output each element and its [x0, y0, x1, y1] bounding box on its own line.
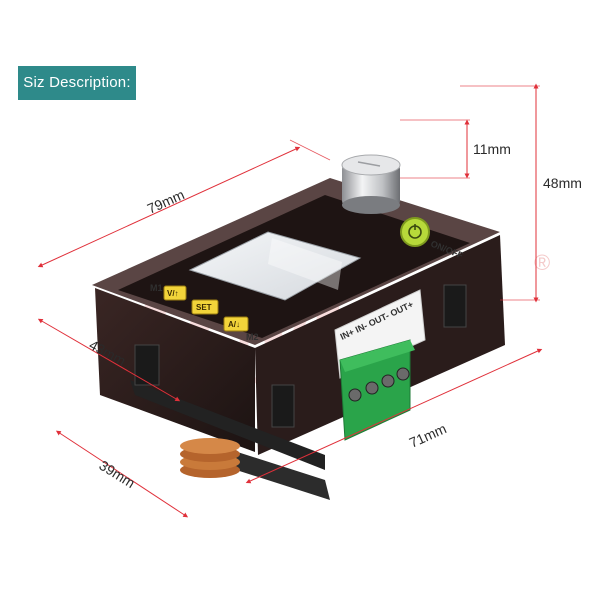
power-button[interactable] — [400, 217, 430, 247]
memory-label-m2: M2 — [246, 332, 259, 342]
set-button[interactable] — [191, 299, 219, 315]
dimension-top-width: 79mm — [145, 186, 187, 216]
dimension-body-depth: 39mm — [96, 457, 137, 491]
module-body — [92, 178, 505, 500]
voltage-up-button-label: V/↑ — [167, 289, 179, 298]
extension-lines — [289, 85, 540, 301]
set-button-label: SET — [196, 303, 212, 312]
inductor-coil — [180, 438, 240, 478]
memory-label-m1: M1 — [150, 283, 163, 293]
dimension-lines — [37, 83, 543, 518]
dimension-body-length: 71mm — [407, 420, 449, 450]
current-down-button-label: A/↓ — [228, 320, 240, 329]
section-title-badge: Siz Description: — [18, 66, 136, 100]
dimension-knob-height: 11mm — [473, 141, 511, 157]
control-buttons: M1 V/↑ SET A/↓ M2 — [150, 283, 259, 342]
rotary-knob — [341, 154, 401, 214]
voltage-up-button[interactable] — [163, 285, 187, 301]
dimension-total-height: 48mm — [543, 175, 582, 191]
current-down-button[interactable] — [223, 316, 249, 332]
